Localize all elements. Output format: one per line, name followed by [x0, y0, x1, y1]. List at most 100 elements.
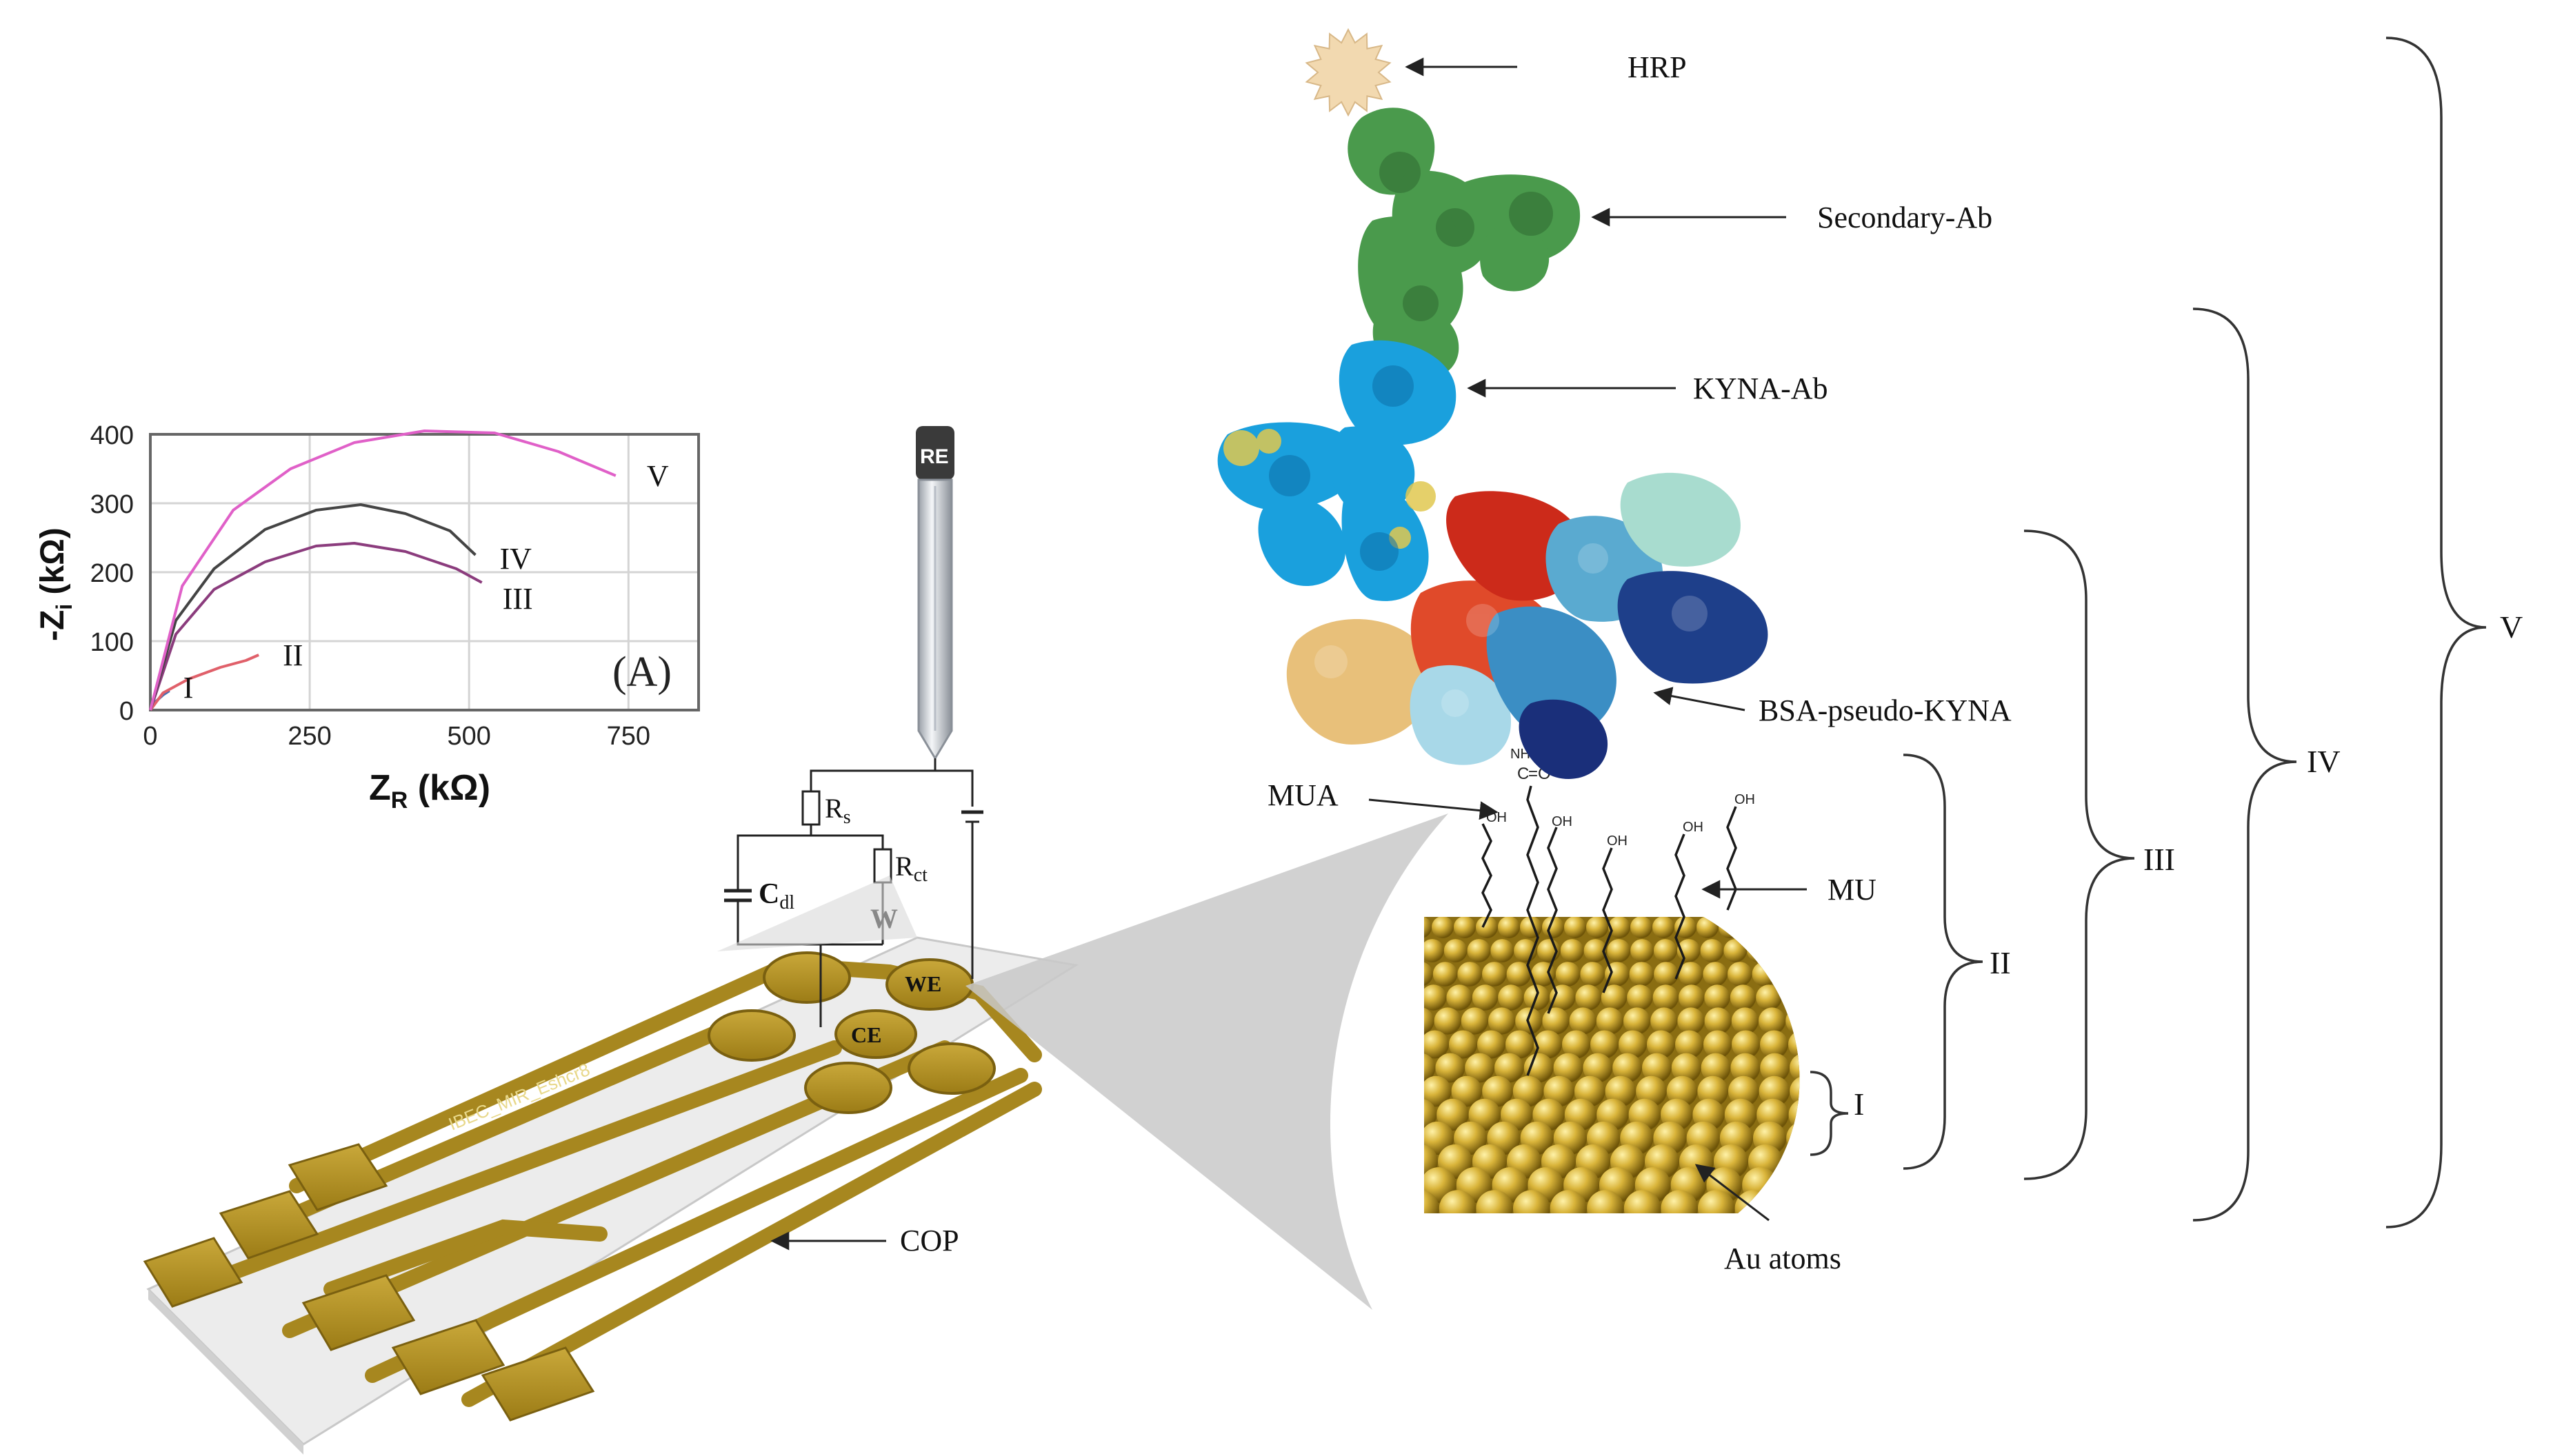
- annotation-labels: HRP Secondary-Ab KYNA-Ab BSA-pseudo-KYNA…: [1268, 50, 2012, 1275]
- au-atom: [1564, 917, 1586, 938]
- au-atom: [1679, 984, 1705, 1011]
- au-atom: [1728, 962, 1752, 987]
- series-label-i: I: [183, 671, 194, 705]
- au-atom: [1482, 1075, 1513, 1107]
- au-atom: [1807, 916, 1829, 938]
- au-atom: [1424, 1190, 1439, 1213]
- au-atom: [1465, 1053, 1495, 1083]
- au-atom: [1482, 962, 1507, 987]
- au-atom: [1461, 1007, 1488, 1035]
- rct-label: Rct: [895, 851, 928, 886]
- svg-text:NH: NH: [1510, 747, 1530, 762]
- substrate-edge: [148, 1289, 303, 1455]
- au-atom: [1424, 917, 1432, 938]
- au-atoms-arrow: [1694, 1164, 1770, 1222]
- au-atom: [1619, 1030, 1647, 1059]
- au-atom: [1424, 1053, 1436, 1083]
- au-atom: [1476, 1190, 1513, 1213]
- mu-chain: [1726, 806, 1737, 911]
- au-atom: [1809, 1190, 1846, 1227]
- au-atom: [1701, 1053, 1731, 1083]
- au-atom: [1759, 1075, 1790, 1107]
- x-tick-label: 0: [143, 722, 157, 751]
- au-atom: [1477, 1030, 1505, 1059]
- au-atom: [1752, 962, 1777, 987]
- au-atom: [1523, 1053, 1554, 1083]
- bsa-arrow: [1653, 687, 1745, 711]
- au-atom: [1476, 917, 1498, 938]
- brace-i: [1810, 1071, 1849, 1156]
- brace-iii: [2023, 529, 2135, 1180]
- brace-ii: [1903, 754, 1983, 1170]
- layer-label-iii: III: [2143, 842, 2175, 877]
- au-atom: [1432, 962, 1458, 987]
- au-atom: [1817, 1144, 1852, 1179]
- au-atom: [1498, 917, 1520, 938]
- au-atom: [1703, 1030, 1732, 1059]
- brace-v: [2385, 37, 2487, 1228]
- au-atom: [1534, 1030, 1562, 1059]
- au-atom: [1770, 939, 1794, 962]
- au-atom: [1424, 962, 1433, 987]
- au-atom: [1776, 962, 1800, 987]
- series-label-iv: IV: [499, 542, 532, 576]
- au-atom: [1814, 1167, 1850, 1203]
- au-atom: [1785, 917, 1800, 938]
- au-atom: [1451, 1075, 1483, 1107]
- au-atom: [1801, 962, 1826, 987]
- au-atom: [1652, 984, 1679, 1011]
- au-atom: [1542, 1007, 1570, 1035]
- au-atom: [1760, 1030, 1788, 1059]
- we-label: WE: [905, 971, 941, 996]
- au-atom: [1781, 984, 1800, 1011]
- au-atom: [1560, 939, 1584, 962]
- au-atom: [1732, 1030, 1760, 1059]
- au-atom: [1652, 917, 1674, 938]
- au-atom: [1494, 1053, 1524, 1083]
- au-atom: [1630, 917, 1652, 938]
- panel-label: (A): [612, 649, 672, 696]
- hrp-label: HRP: [1628, 50, 1687, 84]
- au-atom: [1786, 1121, 1800, 1155]
- zoom-cone: [965, 813, 1448, 1310]
- au-atom: [1700, 939, 1724, 962]
- au-atom: [1790, 1053, 1800, 1083]
- au-atom: [1424, 1098, 1437, 1131]
- au-atom: [1457, 962, 1482, 987]
- secondary-antibody-shade: [1379, 152, 1553, 321]
- layer-label-ii: II: [1990, 945, 2011, 980]
- au-atom: [1623, 1007, 1651, 1035]
- electrode-discs: [708, 951, 996, 1114]
- zoom-cone-small: [717, 876, 917, 951]
- au-atom: [1642, 1053, 1672, 1083]
- au-atom: [1697, 1075, 1728, 1107]
- rs-resistor: [801, 790, 821, 826]
- au-atom: [1817, 939, 1841, 962]
- au-atom: [1601, 984, 1628, 1011]
- au-atom: [1607, 939, 1631, 962]
- au-atom: [1760, 1053, 1790, 1083]
- plot-frame: [149, 433, 700, 711]
- au-atom: [1467, 939, 1491, 962]
- au-atom: [1671, 1053, 1701, 1083]
- au-atom: [1468, 1098, 1501, 1131]
- hrp-enzyme: [1305, 28, 1392, 117]
- au-atom: [1763, 917, 1785, 938]
- au-atom: [1793, 939, 1800, 962]
- chain-terminal-groups: OH OH OH OH OH NH C =O: [1486, 747, 1755, 849]
- au-atom: [1490, 939, 1514, 962]
- au-atom: [1553, 1053, 1583, 1083]
- kyna-antibody-shade: [1269, 365, 1414, 571]
- re-label: RE: [920, 445, 949, 468]
- au-atom: [1654, 962, 1679, 987]
- au-atom: [1756, 984, 1782, 1011]
- au-atom: [1424, 1075, 1452, 1107]
- au-atoms-label: Au atoms: [1724, 1242, 1841, 1275]
- kyna-antibody-highlight: [1223, 429, 1436, 549]
- au-atom: [1759, 1007, 1786, 1035]
- au-atom: [1704, 1007, 1732, 1035]
- svg-text:OH: OH: [1552, 814, 1572, 829]
- au-atom: [1661, 1190, 1698, 1213]
- au-atom: [1719, 917, 1741, 938]
